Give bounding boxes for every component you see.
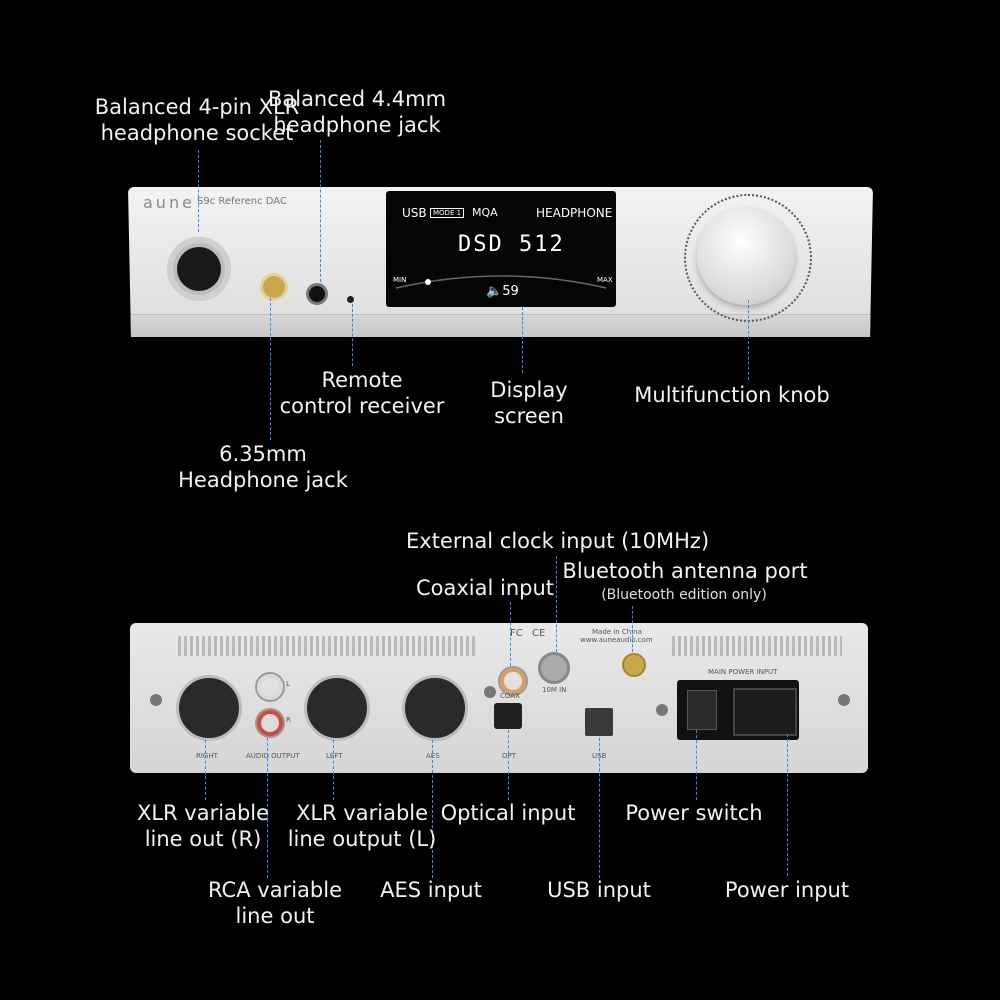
display-mode: MODE 1 xyxy=(430,208,465,218)
label-bluetooth: Bluetooth antenna port xyxy=(562,559,808,583)
jack-635mm xyxy=(260,273,288,301)
leader-xlr xyxy=(198,150,199,232)
display-min: MIN xyxy=(393,276,407,284)
text-opt: OPT xyxy=(502,752,517,760)
text-main-power: MAIN POWER INPUT xyxy=(708,668,778,676)
label-power-input: Power input xyxy=(724,878,850,902)
volume-arc xyxy=(395,275,607,289)
text-audio-output: AUDIO OUTPUT xyxy=(246,752,300,760)
text-r: R xyxy=(286,716,291,724)
text-right: RIGHT xyxy=(196,752,218,760)
power-switch xyxy=(687,690,717,730)
rca-left xyxy=(257,674,283,700)
rca-coax xyxy=(500,668,526,694)
remote-receiver xyxy=(347,296,354,303)
antenna-port xyxy=(622,653,646,677)
speaker-icon: 🔈 xyxy=(486,284,503,299)
xlr-aes xyxy=(402,675,468,741)
display-screen xyxy=(386,191,616,307)
leader-xlr-l xyxy=(333,740,334,800)
text-left: LEFT xyxy=(326,752,343,760)
xlr-left xyxy=(304,675,370,741)
text-coax: COAX xyxy=(500,692,520,700)
brand-logo: aune xyxy=(143,193,195,212)
leader-ext-clock xyxy=(556,556,557,652)
model-name: S9c Referenc DAC xyxy=(197,196,287,207)
display-max: MAX xyxy=(597,276,613,284)
bnc-10m xyxy=(538,652,570,684)
leader-635 xyxy=(270,298,271,440)
display-source: USB xyxy=(402,206,427,220)
screw xyxy=(838,694,850,706)
display-volume: 🔈59 xyxy=(486,284,519,299)
leader-aes xyxy=(432,740,433,878)
xlr-headphone-socket xyxy=(167,237,231,301)
leader-power xyxy=(787,734,788,876)
label-ext-clock: External clock input (10MHz) xyxy=(406,529,710,553)
leader-display xyxy=(522,307,523,373)
label-power-switch: Power switch xyxy=(625,801,763,825)
leader-rca xyxy=(267,738,268,878)
vent-left xyxy=(178,636,478,656)
label-aes: AES input xyxy=(380,878,482,902)
multifunction-knob xyxy=(697,207,795,305)
leader-knob xyxy=(748,300,749,380)
leader-bt xyxy=(632,606,633,652)
text-ce: CE xyxy=(532,628,546,639)
screw xyxy=(150,694,162,706)
label-knob: Multifunction knob xyxy=(634,383,830,407)
leader-remote xyxy=(352,304,353,366)
label-bluetooth-note: (Bluetooth edition only) xyxy=(601,587,767,603)
rca-right xyxy=(257,710,283,736)
xlr-right xyxy=(176,675,242,741)
vent-right xyxy=(672,636,842,656)
usb-port xyxy=(585,708,613,736)
display-mqa: MQA xyxy=(472,206,498,219)
text-made-in: Made in China xyxy=(592,628,642,636)
text-l: L xyxy=(286,680,290,688)
text-fc: FC xyxy=(510,628,523,639)
leader-switch xyxy=(696,730,697,800)
display-output: HEADPHONE xyxy=(536,206,613,220)
leader-44 xyxy=(320,140,321,282)
text-website: www.auneaudio.com xyxy=(580,636,653,644)
leader-usb xyxy=(599,738,600,878)
display-format: DSD 512 xyxy=(458,232,565,257)
screw xyxy=(656,704,668,716)
iec-inlet xyxy=(733,688,797,736)
text-10m: 10M IN xyxy=(542,686,567,694)
label-optical: Optical input xyxy=(440,801,576,825)
jack-44mm xyxy=(306,283,328,305)
leader-optical xyxy=(508,730,509,800)
screw xyxy=(484,686,496,698)
label-usb: USB input xyxy=(547,878,651,902)
label-coaxial: Coaxial input xyxy=(415,576,555,600)
leader-coax xyxy=(510,602,511,666)
optical-port xyxy=(494,703,522,729)
leader-xlr-r xyxy=(205,740,206,800)
